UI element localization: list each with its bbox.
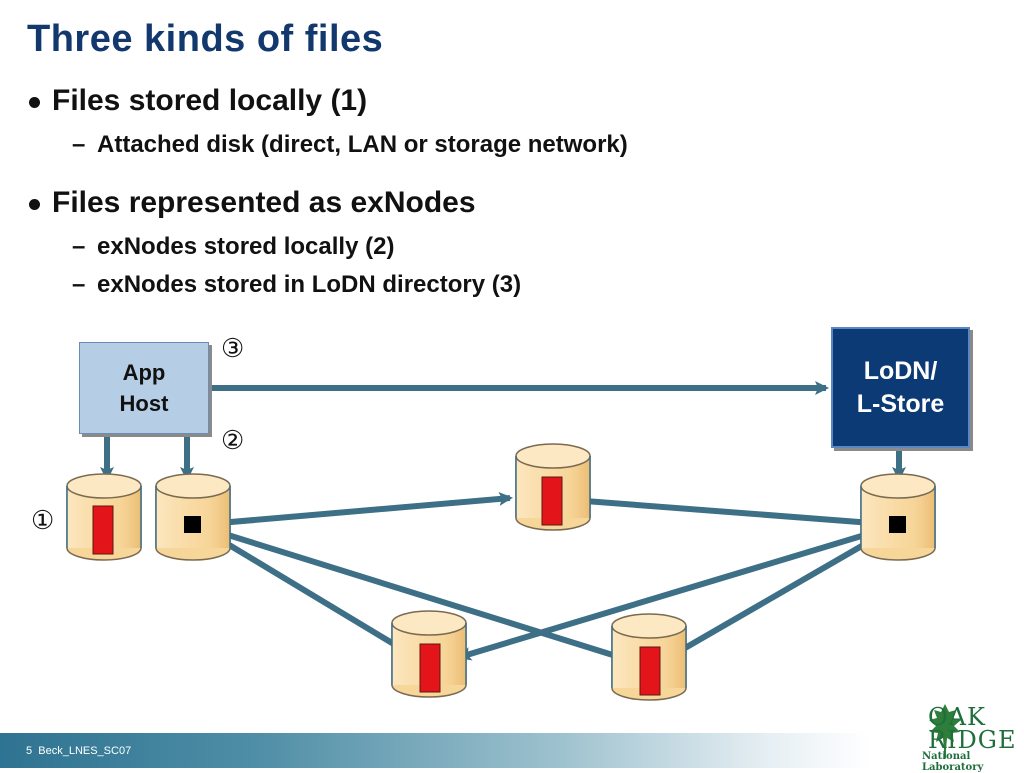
lodn-lstore-box: LoDN/ L-Store (831, 327, 970, 448)
app-host-box: App Host (79, 342, 209, 434)
arrow-disk3-to-bottom-right (663, 522, 900, 662)
bullet-item: Files represented as exNodes (29, 186, 476, 220)
dash-icon: – (72, 233, 86, 260)
file-block (419, 643, 441, 693)
dash-icon: – (72, 271, 86, 298)
file-block (541, 476, 563, 526)
depot-bottom-left (391, 610, 467, 698)
bullet-dot-icon (29, 199, 40, 210)
app-host-line1: App (122, 360, 166, 385)
lodn-line1: LoDN/ (863, 356, 938, 385)
bullet-dot-icon (29, 97, 40, 108)
oak-leaf-icon (929, 704, 961, 758)
exnode-block (184, 516, 201, 533)
footer-label: 5 Beck_LNES_SC07 (26, 745, 131, 757)
footer-bar (0, 733, 1024, 768)
bullet-item: Files stored locally (1) (29, 84, 368, 118)
sub-bullet-text: Attached disk (direct, LAN or storage ne… (97, 131, 628, 158)
logo-national-laboratory: National Laboratory (922, 751, 984, 773)
file-block (92, 505, 114, 555)
sub-bullet-text: exNodes stored in LoDN directory (3) (97, 271, 522, 298)
marker-one: ① (31, 506, 55, 536)
file-block (639, 646, 661, 696)
marker-three: ③ (221, 334, 245, 364)
disk-lodn-exnode (860, 473, 936, 561)
lodn-line2: L-Store (856, 389, 945, 418)
logo-oak: OAK (928, 703, 986, 731)
app-host-line2: Host (119, 391, 169, 416)
marker-two: ② (221, 426, 245, 456)
arrow-disk2-to-bottom-right (195, 522, 635, 665)
sub-bullet-item: – exNodes stored locally (2) (72, 233, 395, 261)
sub-bullet-item: – Attached disk (direct, LAN or storage … (72, 131, 628, 159)
slide-title: Three kinds of files (27, 18, 384, 60)
disk-local-exnode (155, 473, 231, 561)
arrows (100, 381, 906, 665)
exnode-block (889, 516, 906, 533)
arrow-disk3-to-top (569, 493, 899, 528)
arrow-disk2-to-bottom-left (194, 522, 415, 658)
arrow-disk2-to-top (195, 491, 513, 528)
bullet-text: Files stored locally (1) (52, 84, 368, 117)
bullet-text: Files represented as exNodes (52, 186, 476, 219)
depot-bottom-right (611, 613, 687, 701)
dash-icon: – (72, 131, 86, 158)
logo-ridge: RIDGE (928, 726, 1017, 754)
deck-name: Beck_LNES_SC07 (38, 745, 132, 757)
arrow-disk3-to-bottom-left (457, 522, 899, 661)
sub-bullet-text: exNodes stored locally (2) (97, 233, 395, 260)
depot-top (515, 443, 591, 531)
disk-local-file (66, 473, 142, 561)
page-number: 5 (26, 745, 33, 757)
sub-bullet-item: – exNodes stored in LoDN directory (3) (72, 271, 522, 299)
